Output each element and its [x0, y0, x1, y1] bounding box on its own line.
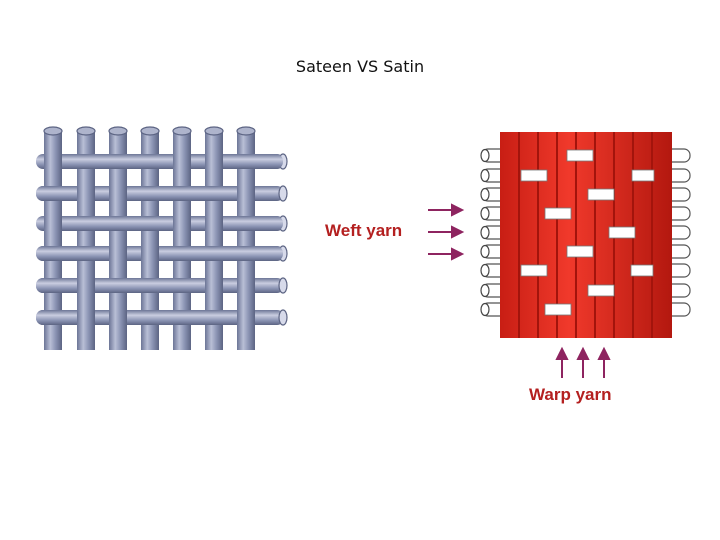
sateen-weft-floats: [36, 154, 283, 325]
sateen-warp-yarns: [43, 126, 256, 350]
weft-yarn-label: Weft yarn: [325, 221, 403, 240]
warp-arrows: [555, 346, 611, 378]
satin-weave-diagram: [480, 132, 691, 338]
slide-title: Sateen VS Satin: [295, 57, 425, 76]
warp-yarn-label: Warp yarn: [529, 385, 612, 404]
weft-arrows: [428, 203, 465, 261]
